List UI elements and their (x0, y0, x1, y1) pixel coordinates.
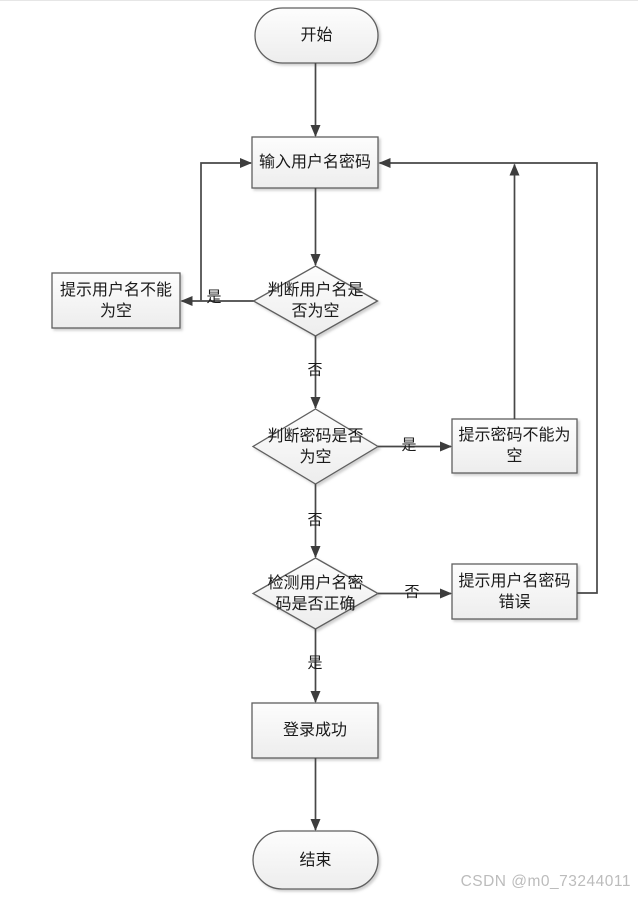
check-credentials-correct-shape (251, 557, 380, 630)
prompt-username-empty-shape (51, 272, 181, 329)
edge-prompt-username-back-to-input (200, 158, 252, 301)
edge-prompt-error-back-to-input (378, 158, 598, 594)
prompt-password-empty-shape (451, 418, 578, 474)
check-password-empty-shape (251, 408, 380, 485)
prompt-credentials-error-shape (451, 563, 578, 620)
start-terminator-shape (254, 7, 379, 64)
input-credentials-shape (251, 136, 379, 189)
check-username-empty-shape (252, 265, 379, 337)
end-terminator-shape (252, 830, 379, 890)
login-success-shape (251, 702, 379, 759)
